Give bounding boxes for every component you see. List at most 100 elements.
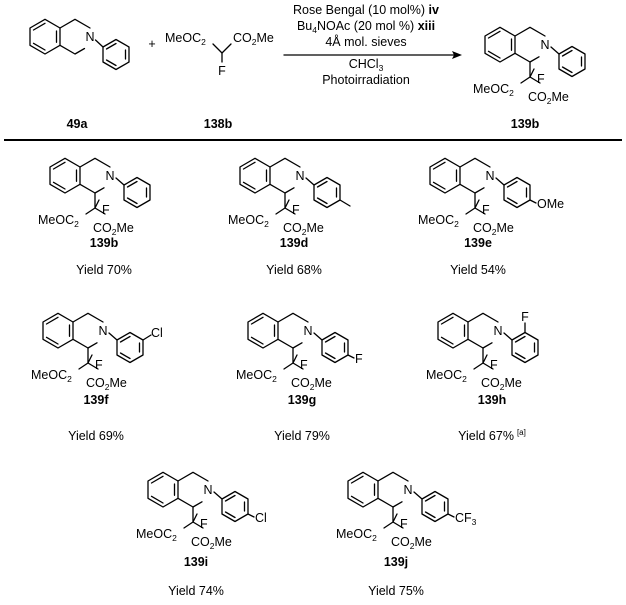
condition-line-3: 4Å mol. sieves [325,34,406,49]
ring-bond [177,471,209,482]
benzo-double-bonds [242,161,268,190]
n-aryl-bond [503,332,513,341]
n-aryl-bond [115,177,125,186]
n-aryl-bond [313,332,323,341]
aryl-double-bonds [324,335,346,360]
quaternary-carbon-bonds [85,199,106,215]
fluorine-atom-label: F [102,203,110,217]
benzo-ring [437,312,469,349]
benzo-ring [347,471,379,508]
nitrogen-atom-label: N [493,324,502,338]
ring-bond [277,312,309,323]
reaction-arrow [283,51,462,59]
ring-bond [459,157,491,168]
methoxy-label: OMe [537,197,564,211]
fluorine-atom-label: F [490,358,498,372]
plus-sign: + [148,37,155,51]
aryl-double-bonds [514,335,536,360]
ester-right-label: CO2Me [191,535,232,551]
yield-label: Yield 75% [368,584,424,598]
quaternary-carbon-bonds [465,199,486,215]
n-aryl-bond [495,177,505,186]
yield-label: Yield 79% [274,429,330,443]
aryl-ring [116,331,144,364]
benzo-double-bonds [440,316,466,345]
quaternary-carbon-bonds [183,513,204,529]
n-aryl-bond [550,46,560,55]
ring-bond [72,338,98,349]
n-aryl-bond [413,491,423,500]
benzo-double-bonds [150,475,176,504]
ester-left-label: MeOC2 [31,368,72,384]
ester-right-label: CO2Me [291,376,332,392]
aryl-double-bonds [506,180,528,205]
aryl-ring [123,176,151,209]
ester-left-label: MeOC2 [336,527,377,543]
ring-bond [459,183,485,194]
chlorine-atom-label: Cl [255,511,267,525]
reaction-conditions: Rose Bengal (10 mol%) iv Bu4NOAc (20 mol… [293,3,439,87]
quaternary-carbon-bonds [383,513,404,529]
nitrogen-atom-label: N [303,324,312,338]
reactant-138b-structure: MeOC2 CO2Me F [165,31,274,78]
quaternary-carbon-bonds [283,354,304,370]
nitrogen-atom-label: N [98,324,107,338]
chlorine-atom-label: Cl [151,326,163,340]
fluorine-atom-label: F [400,517,408,531]
fluorine-atom-label: F [355,352,363,366]
ring-bond [269,157,301,168]
nitrogen-atom-label: N [203,483,212,497]
n-aryl-bond [305,177,315,186]
ester-right-label: CO2Me [473,221,514,237]
compound-code: 139h [478,393,507,407]
condition-line-1: Rose Bengal (10 mol%) iv [293,3,439,17]
product-code: 139b [511,117,540,131]
fluorine-atom-label: F [300,358,308,372]
nitrogen-atom-label: N [85,30,94,44]
benzo-ring [42,312,74,349]
ring-bond [514,52,540,63]
aryl-double-bonds [424,494,446,519]
ester-left-label: MeOC2 [136,527,177,543]
compound-code: 139g [288,393,317,407]
yield-label: Yield 69% [68,429,124,443]
aryl-ring [558,45,586,78]
compound-code: 139e [464,236,492,250]
reagent-ester-left: MeOC2 [165,31,206,47]
substituent-bond [529,199,537,204]
reagent-fluorine-label: F [218,64,226,78]
fluorine-atom-label: F [482,203,490,217]
benzo-double-bonds [45,316,71,345]
ester-left-label: MeOC2 [473,82,514,98]
quaternary-carbon-bonds [78,354,99,370]
ester-right-label: CO2Me [283,221,324,237]
ester-left-label: MeOC2 [38,213,79,229]
yield-label: Yield 54% [450,263,506,277]
n-aryl-bond [108,332,118,341]
condition-line-5: Photoirradiation [322,73,410,87]
benzo-double-bonds [52,161,78,190]
ring-bond [467,338,493,349]
yield-label: Yield 67%[a] [458,428,526,443]
fluorine-atom-label: F [537,72,545,86]
ring-bond [277,338,303,349]
ring-bond [269,183,295,194]
ester-left-label: MeOC2 [236,368,277,384]
reagent-ester-right: CO2Me [233,31,274,47]
benzo-ring [429,157,461,194]
substituent-bond [447,513,455,518]
ester-left-label: MeOC2 [426,368,467,384]
yield-label: Yield 70% [76,263,132,277]
trifluoromethyl-label: CF3 [455,511,477,527]
nitrogen-atom-label: N [485,169,494,183]
ring-bond [377,471,409,482]
benzo-ring [484,26,516,63]
fluorine-atom-label: F [521,310,529,324]
